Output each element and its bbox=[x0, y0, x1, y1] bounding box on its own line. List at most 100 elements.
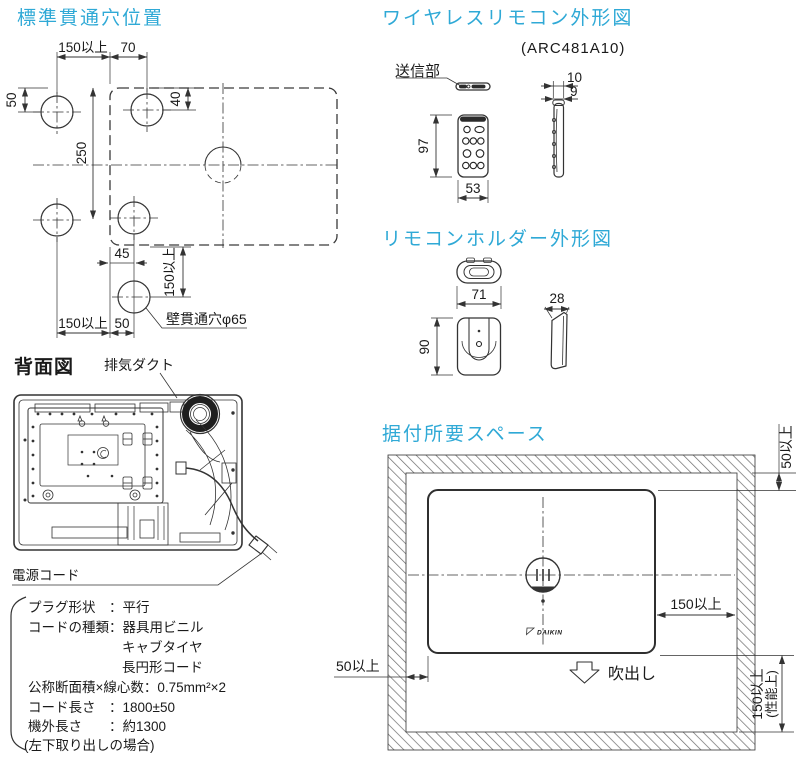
blowout-arrow-icon bbox=[569, 661, 600, 684]
dim-label: 150以上 bbox=[58, 40, 108, 55]
holder-tab bbox=[483, 257, 492, 263]
side-button-bump bbox=[552, 164, 557, 169]
wall-inner-edge bbox=[405, 472, 738, 733]
transmitter-lens bbox=[466, 84, 471, 89]
knob-shadow bbox=[530, 586, 556, 592]
wall-outer-edge bbox=[387, 454, 756, 751]
exhaust-duct-flange bbox=[179, 393, 221, 435]
remote-button bbox=[475, 149, 485, 158]
remote-holder-diagram: 71 90 28 bbox=[417, 257, 570, 376]
side-button-bump bbox=[552, 153, 557, 158]
holder-top-opening bbox=[463, 265, 495, 279]
holder-screw-hole bbox=[475, 340, 483, 348]
remote-side-top-bump bbox=[552, 99, 565, 106]
bottom-bracket-lines bbox=[127, 506, 165, 540]
transmitter-window bbox=[459, 84, 467, 89]
remote-button bbox=[477, 161, 485, 170]
dim-label: 53 bbox=[465, 181, 480, 196]
mounting-plate bbox=[27, 407, 164, 504]
hole-crosshairs bbox=[33, 88, 171, 298]
dim-label: 28 bbox=[549, 291, 564, 306]
remote-top-view bbox=[455, 82, 491, 91]
keyhole-slots bbox=[77, 414, 110, 427]
side-button-bump bbox=[552, 118, 557, 123]
remote-button bbox=[463, 125, 471, 134]
bottom-bracket bbox=[117, 502, 169, 546]
remote-front-view bbox=[457, 114, 489, 178]
remote-button bbox=[477, 137, 485, 145]
dim-label: 50 bbox=[114, 316, 129, 331]
remote-button bbox=[469, 137, 478, 145]
side-button-bump bbox=[552, 141, 557, 146]
center-emboss bbox=[97, 447, 109, 459]
spec-cord-type-2: キャブタイヤ bbox=[122, 640, 203, 655]
spec-cross-section: 公称断面積×線心数：0.75mm²×2 bbox=[28, 680, 227, 695]
remote-top-band bbox=[460, 116, 486, 122]
side-bracket bbox=[221, 462, 237, 484]
center-knockout-top bbox=[204, 146, 242, 166]
wall-hole-leader bbox=[145, 307, 247, 329]
section-title-rear-view: 背面図 bbox=[14, 357, 75, 378]
dim-label: 150以上 bbox=[749, 668, 765, 719]
remote-side-view bbox=[553, 102, 565, 178]
extension-lines bbox=[431, 286, 570, 376]
dim-label: 250 bbox=[74, 142, 89, 165]
spec-cord-type: コードの種類：器具用ビニル bbox=[28, 620, 204, 635]
screw-boss-hole bbox=[132, 492, 138, 498]
exhaust-duct-core bbox=[193, 407, 207, 421]
side-curve bbox=[555, 108, 558, 173]
dim-label: 50以上 bbox=[778, 425, 794, 469]
remote-button bbox=[462, 137, 470, 145]
dim-label: 70 bbox=[120, 40, 135, 55]
holder-side-view bbox=[550, 311, 568, 370]
holder-tab bbox=[466, 257, 475, 263]
wall-hole-label: 壁貫通穴φ65 bbox=[166, 311, 247, 327]
section-title-hole-positions: 標準貫通穴位置 bbox=[17, 8, 165, 29]
holder-side-inner bbox=[562, 315, 564, 366]
power-cord bbox=[185, 467, 259, 542]
bottom-slot-right bbox=[179, 532, 221, 543]
section-title-remote-holder: リモコンホルダー外形図 bbox=[382, 229, 614, 250]
brand-logo: DAIKIN bbox=[537, 630, 562, 637]
rear-unit-outline bbox=[13, 394, 243, 551]
extension-lines-top bbox=[658, 424, 796, 491]
remote-button bbox=[462, 149, 472, 158]
holder-bowl-line bbox=[461, 340, 497, 358]
dim-label: 150以上 bbox=[670, 596, 721, 612]
screw-boss bbox=[129, 489, 141, 501]
holder-top-view bbox=[456, 260, 502, 284]
bottom-slot bbox=[51, 526, 128, 539]
extension-lines bbox=[430, 81, 565, 203]
transmitter-window-2 bbox=[471, 84, 486, 89]
hole-position-diagram: 150以上 70 50 40 250 45 150以上 150以上 50 壁貫通… bbox=[4, 40, 338, 338]
power-cord-leader bbox=[12, 552, 263, 586]
screw-boss-hole bbox=[45, 492, 51, 498]
holder-screw-hole bbox=[477, 329, 481, 333]
holder-top-inner bbox=[469, 267, 489, 277]
unit-centerlines bbox=[33, 83, 337, 248]
power-cord-label: 電源コード bbox=[12, 568, 80, 583]
brand-mark bbox=[526, 627, 536, 636]
unit-body bbox=[427, 489, 656, 654]
installation-space-diagram: DAIKIN 50以上 150以上 150以上 (性能上) 50以上 吹出し bbox=[334, 424, 796, 751]
spec-external-length: 機外長さ ：約1300 bbox=[28, 719, 167, 734]
rear-view-diagram bbox=[10, 372, 278, 751]
unit-center-dot bbox=[541, 599, 545, 603]
dim-label: 150以上 bbox=[162, 247, 177, 297]
mounting-clips bbox=[122, 432, 153, 490]
dim-label: 45 bbox=[114, 246, 129, 261]
dim-label: 40 bbox=[168, 91, 183, 106]
section-title-wireless-remote: ワイヤレスリモコン外形図 bbox=[382, 8, 634, 29]
mounting-plate-core bbox=[67, 434, 119, 466]
dim-label-note: (性能上) bbox=[764, 670, 779, 718]
screw-boss bbox=[42, 489, 54, 501]
blowout-label: 吹出し bbox=[608, 665, 656, 683]
bottom-bracket-core bbox=[139, 519, 155, 539]
cord-grommet bbox=[175, 461, 187, 475]
exhaust-duct-leader bbox=[159, 372, 178, 399]
spec-cord-length: コード長さ ：1800±50 bbox=[28, 700, 175, 715]
dim-label: 50 bbox=[4, 92, 19, 107]
spec-cord-type-3: 長円形コード bbox=[122, 660, 203, 675]
exhaust-duct-ring bbox=[182, 396, 218, 432]
